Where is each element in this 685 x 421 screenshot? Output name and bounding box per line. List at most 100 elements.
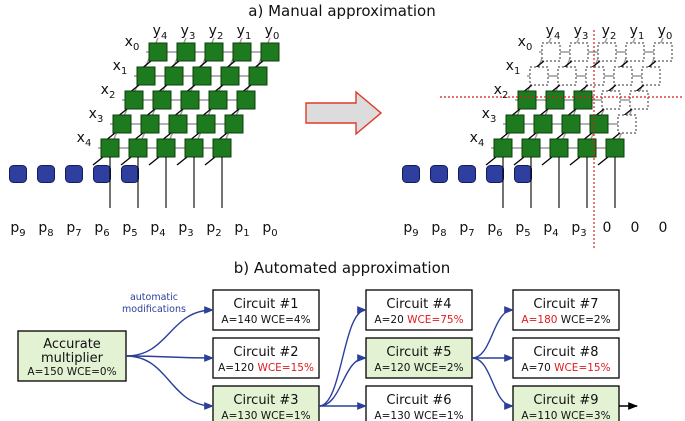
- partial-product-cell: [124, 90, 144, 110]
- y-label: y4: [546, 23, 561, 42]
- p-label-sub: 6: [103, 228, 109, 239]
- adder-gate: [121, 165, 139, 183]
- y-label: y3: [181, 23, 196, 42]
- y-label-base: y: [209, 23, 217, 39]
- y-label-sub: 1: [638, 31, 644, 42]
- carry-wire: [597, 156, 609, 166]
- x-label-base: x: [125, 34, 133, 50]
- note-line2: modifications: [122, 304, 186, 315]
- circuit-title: Circuit #8: [533, 345, 598, 360]
- removed-cell: [597, 42, 617, 62]
- y-label-base: y: [630, 23, 638, 39]
- p-label: p7: [66, 220, 81, 239]
- p-label: p0: [262, 220, 277, 239]
- partial-product-cell: [232, 42, 252, 62]
- x-label-sub: 2: [109, 90, 115, 101]
- circuit-area: A=120: [218, 362, 254, 374]
- x-label: x4: [470, 130, 485, 149]
- connector-arrow: [471, 306, 514, 359]
- y-label-sub: 4: [554, 31, 560, 42]
- circuit-area: A=130: [374, 410, 410, 421]
- circuit-box: Circuit #4A=20 WCE=75%: [365, 289, 473, 331]
- x-label-base: x: [494, 82, 502, 98]
- p-label-sub: 3: [187, 228, 193, 239]
- circuit-wce: WCE=3%: [561, 410, 611, 421]
- carry-wire: [204, 156, 216, 166]
- p-label-sub: 7: [75, 228, 81, 239]
- circuit-wce: WCE=2%: [414, 362, 464, 374]
- circuit-wce: WCE=15%: [257, 362, 314, 374]
- x-label-base: x: [482, 106, 490, 122]
- p-label-base: p: [459, 220, 468, 236]
- p-label: p8: [38, 220, 53, 239]
- x-label-sub: 3: [97, 114, 103, 125]
- partial-product-cell: [493, 138, 513, 158]
- p-label-base: p: [94, 220, 103, 236]
- x-label: x3: [89, 106, 104, 125]
- y-label: y2: [209, 23, 224, 42]
- partial-product-cell: [192, 66, 212, 86]
- connector-arrow: [125, 354, 214, 362]
- partial-product-cell: [168, 114, 188, 134]
- partial-product-cell: [260, 42, 280, 62]
- circuit-wce: WCE=1%: [414, 410, 464, 421]
- partial-product-cell: [549, 138, 569, 158]
- y-label-sub: 0: [666, 31, 672, 42]
- y-label-base: y: [574, 23, 582, 39]
- p-label: p8: [431, 220, 446, 239]
- x-label-base: x: [506, 58, 514, 74]
- partial-product-cell: [128, 138, 148, 158]
- p-label: p5: [122, 220, 137, 239]
- circuit-area: A=110: [521, 410, 557, 421]
- p-label: 0: [603, 220, 612, 236]
- partial-product-cell: [236, 90, 256, 110]
- circuit-box-frame: [212, 337, 320, 379]
- partial-product-cell: [248, 66, 268, 86]
- p-label: p4: [150, 220, 165, 239]
- p-label-base: p: [178, 220, 187, 236]
- p-label: p4: [543, 220, 558, 239]
- partial-product-cell: [180, 90, 200, 110]
- partial-product-cell: [561, 114, 581, 134]
- carry-wire: [569, 156, 581, 166]
- circuit-box-frame: [512, 289, 620, 331]
- x-label-base: x: [89, 106, 97, 122]
- p-label-sub: 4: [552, 228, 558, 239]
- carry-wire: [513, 156, 525, 166]
- adder-gate: [430, 165, 448, 183]
- partial-product-cell: [152, 90, 172, 110]
- y-label: y2: [602, 23, 617, 42]
- p-label-sub: 3: [580, 228, 586, 239]
- y-label-base: y: [153, 23, 161, 39]
- x-label: x0: [125, 34, 140, 53]
- connector-arrow: [471, 357, 514, 410]
- x-label-base: x: [470, 130, 478, 146]
- partial-product-cell: [208, 90, 228, 110]
- circuit-metrics: A=140 WCE=4%: [221, 314, 310, 326]
- p-label-sub: 8: [47, 228, 53, 239]
- partial-product-cell: [164, 66, 184, 86]
- p-label: 0: [659, 220, 668, 236]
- removed-cell: [557, 66, 577, 86]
- circuit-title: Circuit #9: [533, 393, 598, 408]
- x-label-sub: 0: [526, 42, 532, 53]
- circuit-title: Circuit #2: [233, 345, 298, 360]
- x-label-sub: 2: [502, 90, 508, 101]
- circuit-metrics: A=70 WCE=15%: [521, 362, 610, 374]
- partial-product-cell: [140, 114, 160, 134]
- partial-product-cell: [212, 138, 232, 158]
- accurate-metrics: A=150 WCE=0%: [27, 366, 116, 378]
- connector-arrow: [125, 355, 214, 410]
- circuit-wce: WCE=15%: [554, 362, 611, 374]
- automated-title: b) Automated approximation: [234, 259, 451, 277]
- p-label-base: p: [487, 220, 496, 236]
- p-label-sub: 8: [440, 228, 446, 239]
- partial-product-cell: [517, 90, 537, 110]
- carry-wire: [541, 156, 553, 166]
- accurate-title-line1: Accurate: [43, 337, 101, 352]
- circuit-title: Circuit #5: [386, 345, 451, 360]
- removed-cell: [653, 42, 673, 62]
- adder-gate: [65, 165, 83, 183]
- circuit-area: A=180: [521, 314, 557, 326]
- y-label-sub: 3: [189, 31, 195, 42]
